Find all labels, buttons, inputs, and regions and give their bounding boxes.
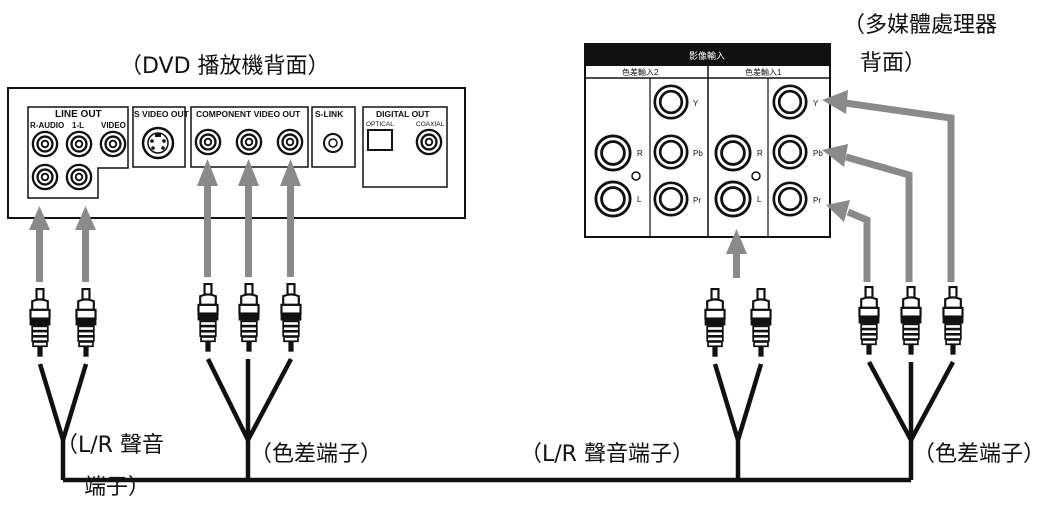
plug-left-comp-pr [279,282,303,353]
processor-back-label-line2: 背面） [860,51,926,76]
arrow-input1-pb [845,153,913,282]
processor-back-panel: 影像輸入 色差輸入2 色差輸入1 R L Y Pb Pr R L Y Pb Pr [584,43,831,238]
component-input-1-label: 色差輸入1 [745,67,782,77]
cable-right-audio [712,363,764,443]
input1-pr-label: Pr [813,196,821,205]
component-pr-out-jack [276,128,304,156]
input2-audio-l-jack [594,180,632,218]
input2-y-label: Y [693,99,699,108]
input1-r-label: R [757,149,763,158]
cable-left-audio [37,363,89,443]
audio-r-jack-upper [31,130,59,158]
lr-audio-label-line2: 端子） [84,475,150,500]
dvd-back-label: （DVD 播放機背面） [120,54,330,79]
input2-audio-r-jack [594,134,632,172]
s-video-jack [141,126,175,160]
video-input-title: 影像輸入 [689,50,725,62]
s-video-out-label: S VIDEO OUT [134,109,190,119]
input2-pb-jack [653,134,689,170]
arrow-input1-y [844,99,955,282]
coaxial-label: COAXIAL [416,121,445,128]
video-label: VIDEO [101,121,126,130]
input2-y-jack [653,84,689,120]
component-video-out-label: COMPONENT VIDEO OUT [196,109,301,119]
arrow-audio-l [75,206,96,282]
plugs [28,282,965,358]
plug-left-comp-pb [237,282,261,353]
coaxial-jack [415,128,443,156]
plug-right-audio-r [703,287,727,358]
input1-pb-jack [772,134,808,170]
plug-right-comp-pb [899,285,923,356]
audio-l-jack-lower [65,163,93,191]
audio-l-jack-upper [65,130,93,158]
input2-l-label: L [637,195,642,204]
plug-left-audio-r [28,287,52,358]
plug-right-comp-y [857,285,881,356]
s-link-jack [323,133,343,153]
arrow-component-y [197,159,218,277]
arrow-component-pb [238,159,259,277]
dvd-back-panel: LINE OUT R-AUDIO 1-L VIDEO S VIDEO OUT C… [7,87,466,219]
plug-right-audio-l [749,287,773,358]
dvd-connection-arrows [29,159,747,282]
r-audio-label: R-AUDIO [30,121,64,130]
component-left-label: （色差端子） [250,442,382,467]
component-right-label: （色差端子） [913,442,1045,467]
s-link-label: S-LINK [315,109,344,119]
processor-back-label-line1: （多媒體處理器 [843,13,997,38]
component-y-out-jack [194,128,222,156]
cables [37,357,955,483]
digital-out-label: DIGITAL OUT [376,109,430,119]
arrow-component-pr [280,159,301,277]
optical-label: OPTICAL [366,121,394,128]
video-jack [99,130,127,158]
plug-left-audio-l [74,287,98,358]
arrow-input1-pr [846,208,871,282]
line-out-label: LINE OUT [55,109,102,120]
arrow-processor-audio [726,229,747,278]
input1-l-label: L [757,195,762,204]
input1-pr-jack [772,181,808,217]
optical-port [367,129,393,151]
input1-audio-r-jack [714,134,752,172]
processor-connection-arrows [844,99,955,282]
input1-audio-l-jack [714,180,752,218]
input1-y-label: Y [813,99,819,108]
input2-r-label: R [637,149,643,158]
plug-right-comp-pr [941,285,965,356]
component-pb-out-jack [235,128,263,156]
input1-y-jack [772,84,808,120]
input2-pb-label: Pb [693,149,703,158]
lr-audio-label-line1: （L/R 聲音 [56,433,164,458]
audio-r-jack-lower [31,163,59,191]
input2-pr-label: Pr [693,196,701,205]
input2-pr-jack [653,181,689,217]
plug-left-comp-y [196,282,220,353]
input1-pb-label: Pb [813,149,823,158]
lr-audio-right-label: （L/R 聲音端子） [520,442,694,467]
component-input-2-label: 色差輸入2 [622,67,659,77]
arrow-audio-r [29,206,50,282]
one-l-label: 1-L [72,121,84,130]
